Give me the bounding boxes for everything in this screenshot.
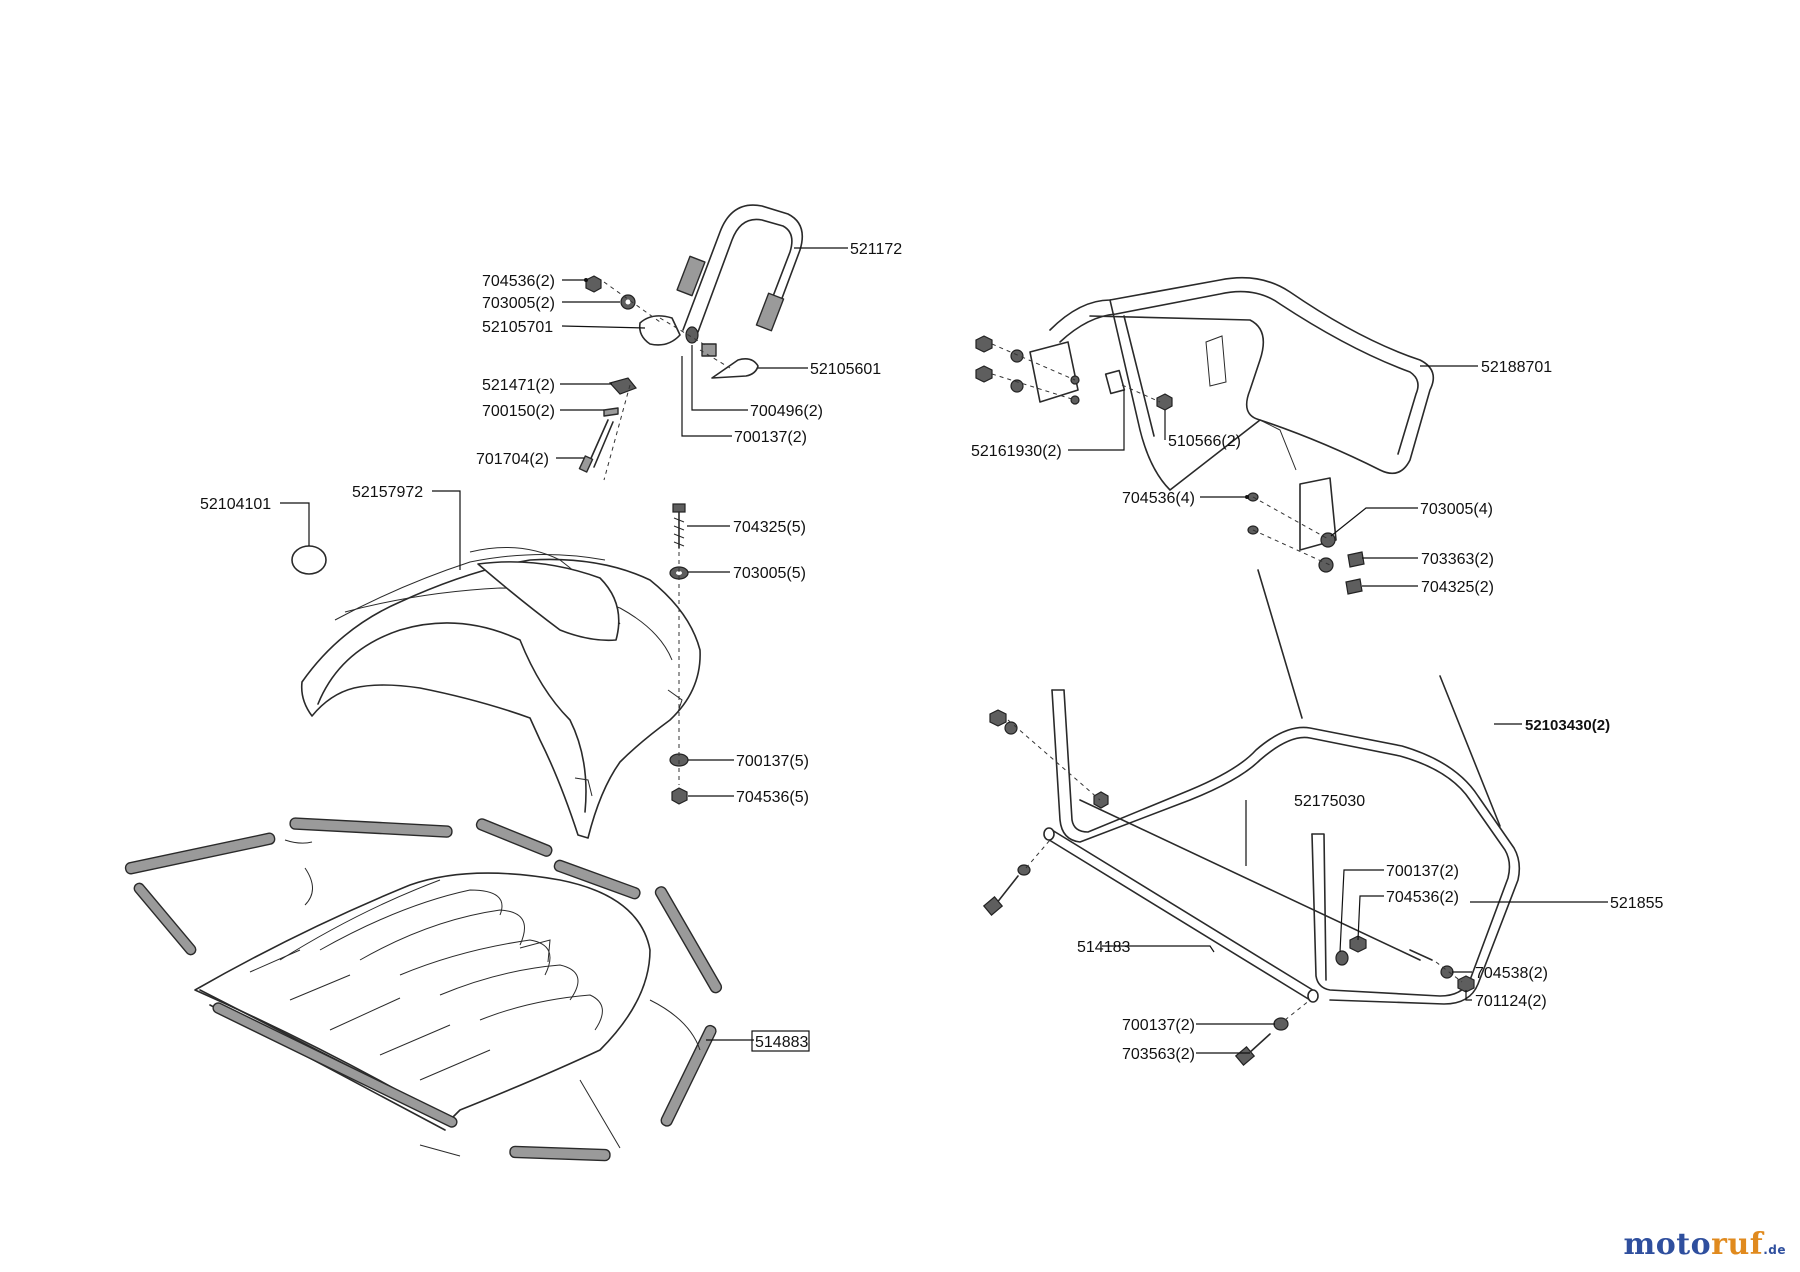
- label-700137-5: 700137(5): [736, 753, 809, 770]
- screw-700137-top: [701, 343, 717, 357]
- bolt-704325-right: [1345, 578, 1363, 595]
- label-700137-2a: 700137(2): [734, 429, 807, 446]
- grass-catcher-basket: [124, 817, 723, 1162]
- label-52105701: 52105701: [482, 319, 553, 336]
- bolt-left-2: [975, 365, 993, 383]
- cover-edge: [317, 622, 587, 813]
- rod-52103430-a: [1257, 569, 1303, 719]
- label-704325-5: 704325(5): [733, 519, 806, 536]
- handle-grip-right: [755, 292, 785, 332]
- label-703563: 703563(2): [1122, 1046, 1195, 1063]
- label-704536-2b: 704536(2): [1386, 889, 1459, 906]
- watermark-tld: .de: [1763, 1243, 1786, 1257]
- watermark-part1: moto: [1623, 1227, 1712, 1262]
- bolt-703563: [1247, 1033, 1271, 1055]
- label-703005-2: 703005(2): [482, 295, 555, 312]
- basket-tube-8: [133, 882, 197, 956]
- motoruf-watermark: motoruf.de: [1624, 1227, 1786, 1262]
- basket-tube-7: [509, 1145, 611, 1162]
- label-700137-2b: 700137(2): [1386, 863, 1459, 880]
- push-handle-frame: [975, 276, 1435, 595]
- label-521172: 521172: [850, 241, 902, 258]
- label-700496: 700496(2): [750, 403, 823, 420]
- frame-521855: [1051, 689, 1511, 997]
- label-521471: 521471(2): [482, 377, 555, 394]
- basket-tube-1: [124, 832, 276, 875]
- basket-tube-long: [212, 1002, 458, 1128]
- label-704538: 704538(2): [1475, 965, 1548, 982]
- label-700150: 700150(2): [482, 403, 555, 420]
- tube-514183: [1045, 837, 1311, 1001]
- nut-704536: [671, 787, 688, 805]
- push-handle-tube: [1049, 276, 1435, 475]
- crossbar-52175030: [1079, 799, 1421, 961]
- carry-handle: [682, 204, 804, 331]
- spacer-52161930: [1104, 369, 1126, 395]
- basket-tube-6: [660, 1024, 717, 1127]
- basket-tube-5: [654, 886, 723, 994]
- label-514883: 514883: [755, 1034, 808, 1051]
- label-704536-5: 704536(5): [736, 789, 809, 806]
- cover-shell: [300, 558, 701, 839]
- lower-frame-assembly: [982, 689, 1521, 1066]
- handle-grip-left: [676, 255, 706, 297]
- nut-510566: [1156, 393, 1173, 411]
- carry-handle-assembly: [578, 204, 804, 481]
- nut-704536-top: [585, 275, 602, 293]
- handle-bracket-right: [711, 358, 759, 379]
- label-703005-4: 703005(4): [1420, 501, 1493, 518]
- label-52104101: 52104101: [200, 496, 271, 513]
- watermark-part2: ruf: [1711, 1227, 1764, 1262]
- label-510566: 510566(2): [1168, 433, 1241, 450]
- label-52161930: 52161930(2): [971, 443, 1062, 460]
- handle-mount-plate-right: [1299, 477, 1337, 551]
- basket-tube-4: [553, 859, 641, 900]
- label-704325-2: 704325(2): [1421, 579, 1494, 596]
- nut-left-frame: [989, 709, 1007, 727]
- label-700137-2c: 700137(2): [1122, 1017, 1195, 1034]
- handle-bracket-left: [638, 315, 681, 346]
- bolt-703363: [1347, 551, 1365, 568]
- label-514183: 514183: [1077, 939, 1130, 956]
- label-521855: 521855: [1610, 895, 1663, 912]
- label-52175030: 52175030: [1294, 793, 1365, 810]
- cover-recess: [477, 561, 620, 642]
- leader-lines: [280, 247, 1608, 1054]
- label-701124: 701124(2): [1475, 993, 1547, 1010]
- label-52103430: 52103430(2): [1525, 717, 1610, 734]
- label-703363: 703363(2): [1421, 551, 1494, 568]
- cap-52104101: [291, 545, 327, 575]
- label-52188701: 52188701: [1481, 359, 1552, 376]
- label-52157972: 52157972: [352, 484, 423, 501]
- label-704536-4: 704536(4): [1122, 490, 1195, 507]
- label-514883-box: [751, 1030, 810, 1052]
- rod-52103430-b: [1439, 675, 1501, 827]
- bolt-left-1: [975, 335, 993, 353]
- label-704536-2a: 704536(2): [482, 273, 555, 290]
- bolt-left-frame: [995, 875, 1019, 905]
- pin-lower-right: [1409, 949, 1433, 961]
- label-703005-5: 703005(5): [733, 565, 806, 582]
- handle-mount-plate-left: [1029, 341, 1079, 403]
- bolt-704325: [672, 503, 686, 513]
- part-labels: 521172 704536(2) 703005(2) 52105701 5210…: [200, 241, 1663, 1063]
- washer-700137-lower: [1335, 950, 1349, 966]
- part-700150: [603, 407, 619, 417]
- basket-tube-2: [289, 817, 453, 838]
- label-701704: 701704(2): [476, 451, 549, 468]
- nut-701124: [1457, 975, 1475, 993]
- bolt-701704: [587, 419, 609, 466]
- label-52105601: 52105601: [810, 361, 881, 378]
- grass-catcher-cover: [291, 503, 701, 839]
- clip-521471: [608, 377, 637, 395]
- basket-tube-3: [475, 818, 553, 857]
